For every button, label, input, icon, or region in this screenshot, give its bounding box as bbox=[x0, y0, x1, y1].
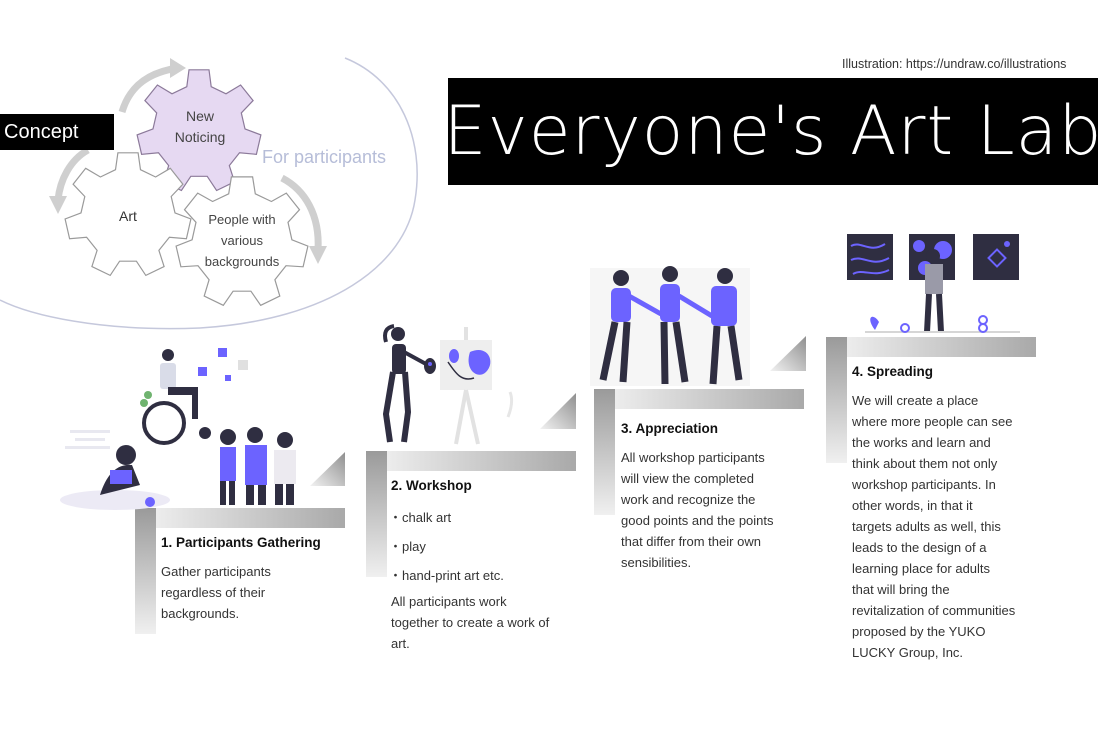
step3-tread bbox=[594, 389, 804, 409]
step2-item-chalk: ・chalk art bbox=[389, 510, 452, 525]
step4-line: LUCKY Group, Inc. bbox=[852, 645, 964, 660]
gear-people bbox=[175, 176, 309, 307]
step2-title: 2. Workshop bbox=[391, 478, 472, 493]
step4-line: the works and learn and bbox=[852, 435, 991, 450]
step4-line: proposed by the YUKO bbox=[852, 624, 986, 639]
step4-line: where more people can see bbox=[852, 414, 1013, 429]
cycle-arrow-left bbox=[54, 146, 90, 201]
step4-riser bbox=[826, 337, 847, 463]
step4-line: workshop participants. In bbox=[852, 477, 996, 492]
step3-line: All workshop participants bbox=[621, 450, 765, 465]
appreciation-illustration bbox=[590, 266, 750, 386]
step4-line: that will bring the bbox=[852, 582, 950, 597]
step4-tread bbox=[826, 337, 1036, 357]
step3-line: good points and the points bbox=[621, 513, 774, 528]
cycle-arrow-right bbox=[280, 174, 322, 251]
step1-line: Gather participants bbox=[161, 564, 271, 579]
square-icon bbox=[218, 348, 227, 357]
step1-line: backgrounds. bbox=[161, 606, 240, 621]
step4-line: learning place for adults bbox=[852, 561, 991, 576]
step3-text: All workshop participants will view the … bbox=[621, 447, 774, 573]
step2-riser bbox=[366, 451, 387, 577]
step4-line: revitalization of communities bbox=[852, 603, 1016, 618]
step3-line: that differ from their own bbox=[621, 534, 761, 549]
step4-line: leads to the design of a bbox=[852, 540, 987, 555]
step1-text: Gather participants regardless of their … bbox=[161, 561, 271, 624]
spreading-illustration bbox=[847, 234, 1020, 333]
step1-tread bbox=[135, 508, 345, 528]
step3-title: 3. Appreciation bbox=[621, 421, 719, 436]
step3-line: work and recognize the bbox=[621, 492, 756, 507]
step1-riser bbox=[135, 508, 156, 634]
step2-line: together to create a work of bbox=[391, 615, 550, 630]
step1-line: regardless of their bbox=[161, 585, 266, 600]
step2-corner bbox=[540, 393, 576, 429]
illustration-credit: Illustration: https://undraw.co/illustra… bbox=[842, 57, 1067, 71]
square-icon bbox=[225, 375, 231, 381]
concept-label: Concept bbox=[0, 114, 114, 150]
concept-diagram bbox=[0, 57, 418, 330]
square-icon bbox=[198, 367, 207, 376]
step2-text: All participants work together to create… bbox=[391, 591, 549, 654]
step3-riser bbox=[594, 389, 615, 515]
step4-line: We will create a place bbox=[852, 393, 979, 408]
participants-gathering-illustration bbox=[60, 348, 296, 510]
step2-tread bbox=[366, 451, 576, 471]
step3-line: sensibilities. bbox=[621, 555, 692, 570]
gear-label-art: Art bbox=[119, 208, 137, 224]
gear-label-new-noticing: New Noticing bbox=[174, 108, 226, 145]
participants-ellipse bbox=[0, 57, 418, 330]
step4-line: targets adults as well, this bbox=[852, 519, 1001, 534]
step3-line: will view the completed bbox=[621, 471, 754, 486]
step4-line: other words, in that it bbox=[852, 498, 973, 513]
gear-new-noticing bbox=[136, 69, 262, 192]
step4-title: 4. Spreading bbox=[852, 364, 934, 379]
step4-line: think about them not only bbox=[852, 456, 998, 471]
step2-item-play: ・play bbox=[389, 539, 426, 554]
step2-line: art. bbox=[391, 636, 410, 651]
gear-label-people: People with various backgrounds bbox=[204, 212, 280, 269]
step2-line: All participants work bbox=[391, 594, 507, 609]
page-title: Everyone's Art Lab bbox=[443, 92, 1100, 171]
step1-title: 1. Participants Gathering bbox=[161, 535, 321, 550]
step4-text: We will create a place where more people… bbox=[852, 390, 1015, 663]
step3-corner bbox=[770, 336, 806, 371]
square-icon bbox=[238, 360, 248, 370]
step2-item-handprint: ・hand-print art etc. bbox=[389, 568, 504, 583]
step1-corner bbox=[310, 452, 345, 486]
workshop-illustration bbox=[382, 324, 514, 445]
title-banner: Everyone's Art Lab bbox=[444, 78, 1100, 185]
for-participants-label: For participants bbox=[262, 147, 387, 167]
gear-art bbox=[64, 152, 192, 277]
